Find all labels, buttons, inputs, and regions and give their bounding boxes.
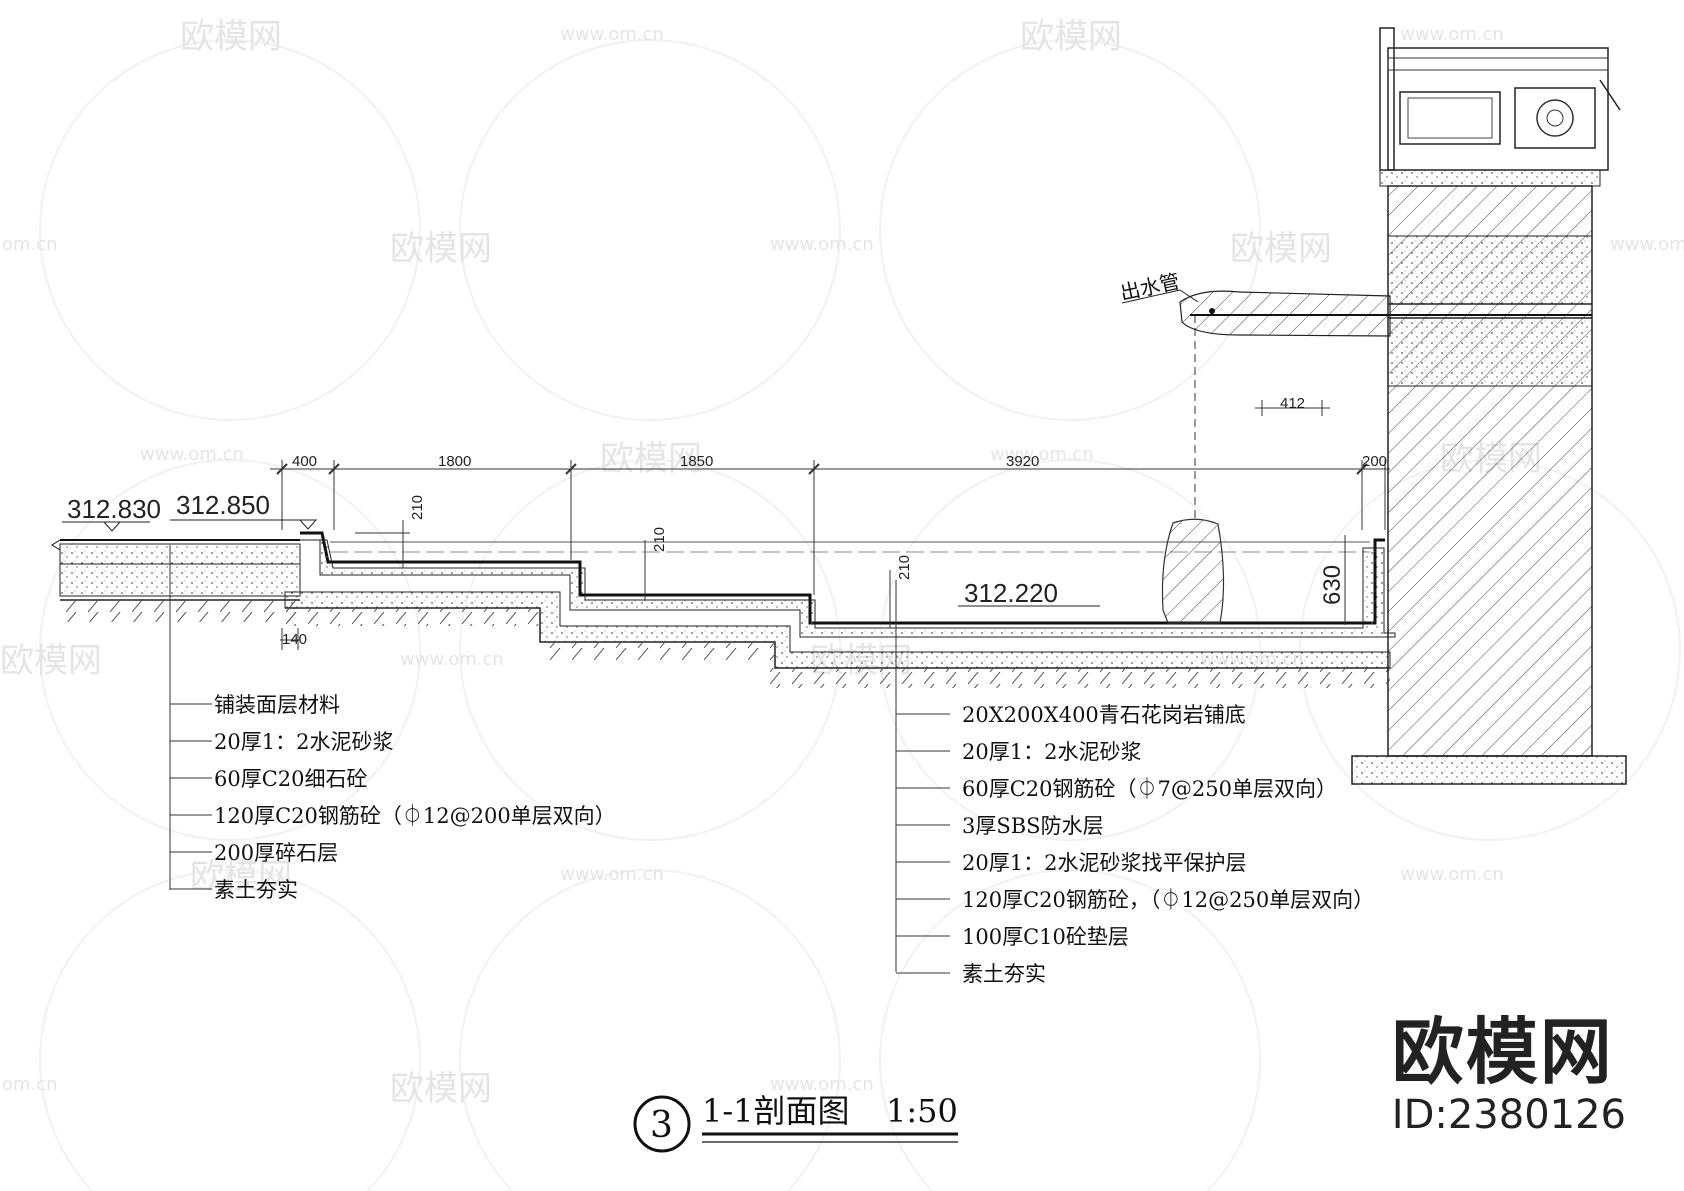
watermark-url: www.om.cn <box>1400 864 1504 885</box>
layer-right-2: 20厚1：2水泥砂浆 <box>962 740 1141 764</box>
outlet-pipe-label: 出水管 <box>1118 269 1182 305</box>
dim-200: 200 <box>1362 453 1387 470</box>
watermark-url: om.cn <box>2 1074 58 1095</box>
watermark-logo: 欧模网 <box>190 857 292 897</box>
watermark-url: www.om.cn <box>560 864 664 885</box>
layer-right-5: 20厚1：2水泥砂浆找平保护层 <box>962 851 1246 875</box>
watermark-logo: 欧模网 <box>180 17 282 57</box>
wall-pillar <box>1179 27 1627 785</box>
left-paving <box>51 539 301 622</box>
watermark-logo: 欧模网 <box>390 1069 492 1109</box>
dim-3920: 3920 <box>1006 453 1039 470</box>
leader-right <box>895 580 950 974</box>
drawing-title-block: 3 1-1剖面图 1:50 <box>633 1092 958 1153</box>
layer-left-5: 200厚碎石层 <box>214 841 338 865</box>
layer-left-3: 60厚C20细石砼 <box>214 767 368 791</box>
layer-right-6: 120厚C20钢筋砼，（⏀12@250单层双向） <box>962 888 1374 912</box>
dim-step-1: 210 <box>409 495 426 520</box>
dim-1850: 1850 <box>680 453 713 470</box>
dim-1800: 1800 <box>438 453 471 470</box>
watermark-logo: 欧模网 <box>390 229 492 269</box>
dimension-lines <box>270 400 1390 650</box>
dim-wall-height: 630 <box>1319 565 1346 605</box>
elevation-marks: 312.830 312.850 312.220 <box>62 490 1100 608</box>
layer-notes-right: 20X200X400青石花岗岩铺底 20厚1：2水泥砂浆 60厚C20钢筋砼（⏀… <box>962 703 1374 986</box>
watermark-url: www.om.cn <box>990 444 1094 465</box>
watermark-logo: 欧模网 <box>0 641 102 681</box>
layer-left-2: 20厚1：2水泥砂浆 <box>214 730 393 754</box>
watermark-logo: 欧模网 <box>1230 229 1332 269</box>
drawing-title: 1-1剖面图 <box>702 1092 850 1130</box>
watermark-url: www.om.cn <box>1400 24 1504 45</box>
layer-left-6: 素土夯实 <box>214 878 298 902</box>
layer-right-8: 素土夯实 <box>962 962 1046 986</box>
layer-right-3: 60厚C20钢筋砼（⏀7@250单层双向） <box>962 777 1337 801</box>
layer-right-4: 3厚SBS防水层 <box>962 814 1104 838</box>
brand-name: 欧模网 <box>1391 1010 1614 1094</box>
watermark-url: www.om.cn <box>1610 234 1684 255</box>
watermark-url: www.om.cn <box>770 234 874 255</box>
layer-right-1: 20X200X400青石花岗岩铺底 <box>962 703 1246 727</box>
dim-base-140: 140 <box>282 631 307 648</box>
watermark-url: www.om.cn <box>140 444 244 465</box>
drawing-scale: 1:50 <box>886 1092 958 1130</box>
layer-left-4: 120厚C20钢筋砼（⏀12@200单层双向） <box>214 804 616 828</box>
dimension-texts: 400 1800 1850 3920 200 210 210 210 630 1… <box>282 395 1387 648</box>
dim-400: 400 <box>292 453 317 470</box>
pool-section <box>284 315 1396 688</box>
leader-left <box>169 545 212 890</box>
watermark-url: www.om.cn <box>770 1074 874 1095</box>
watermark-url: www.om.cn <box>400 649 504 670</box>
layer-notes-left: 铺装面层材料 20厚1：2水泥砂浆 60厚C20细石砼 120厚C20钢筋砼（⏀… <box>214 693 616 902</box>
elevation-outer-right: 312.850 <box>176 490 270 520</box>
elevation-pool-bottom: 312.220 <box>964 578 1058 608</box>
layer-right-7: 100厚C10砼垫层 <box>962 925 1129 949</box>
watermark-logo: 欧模网 <box>1020 17 1122 57</box>
layer-left-1: 铺装面层材料 <box>214 693 340 717</box>
watermark-logo: 欧模网 <box>600 439 702 479</box>
brand-mark: 欧模网 ID:2380126 <box>1392 1012 1626 1138</box>
dim-step-3: 210 <box>896 555 913 580</box>
dim-step-2: 210 <box>651 527 668 552</box>
elevation-outer-left: 312.830 <box>67 494 161 524</box>
watermark-layer: 欧模网 www.om.cn 欧模网 www.om.cn om.cn 欧模网 ww… <box>0 17 1684 1191</box>
dim-spout-412: 412 <box>1280 395 1305 412</box>
model-id: ID:2380126 <box>1391 1092 1626 1138</box>
drawing-number: 3 <box>650 1105 673 1146</box>
watermark-url: om.cn <box>2 234 58 255</box>
watermark-url: www.om.cn <box>560 24 664 45</box>
